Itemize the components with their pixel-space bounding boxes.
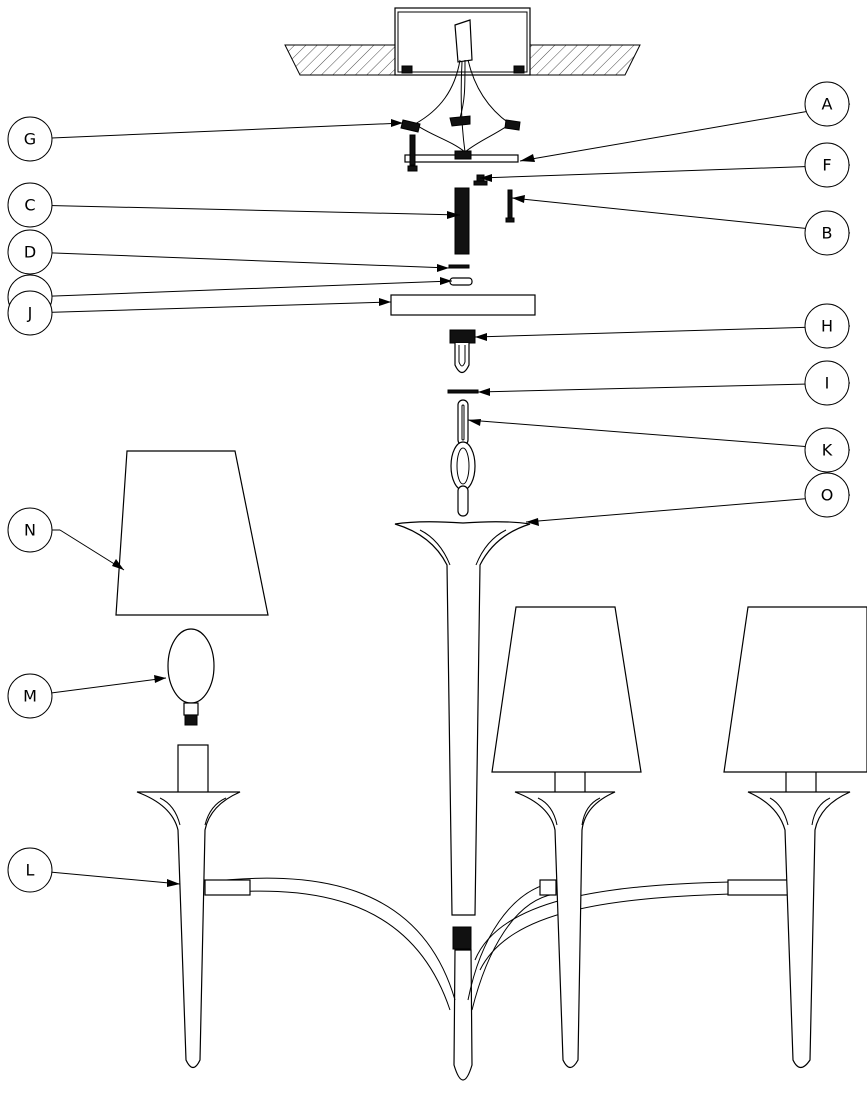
lamp-shade-middle xyxy=(491,606,642,773)
callout-h-label: H xyxy=(821,317,833,336)
lamp-shade-right xyxy=(723,606,867,773)
chandelier-arms xyxy=(204,877,789,1011)
callout-f: F xyxy=(804,142,850,188)
nut xyxy=(448,264,470,269)
callout-c: C xyxy=(7,182,53,228)
callout-m-label: M xyxy=(23,687,37,706)
pin xyxy=(447,389,479,394)
callout-d-label: D xyxy=(24,243,36,262)
callout-a: A xyxy=(804,81,850,127)
center-column xyxy=(394,521,531,1081)
callout-j: J xyxy=(7,290,53,336)
callout-k-label: K xyxy=(822,441,833,460)
callout-k: K xyxy=(804,427,850,473)
callout-b-label: B xyxy=(822,224,833,243)
lamp-shade-n xyxy=(115,450,269,616)
callout-m: M xyxy=(7,673,53,719)
leader-lines xyxy=(27,103,851,887)
junction-box xyxy=(394,7,531,76)
threaded-rod xyxy=(454,187,470,255)
callout-o-label: O xyxy=(821,486,834,505)
canopy xyxy=(390,294,536,316)
callout-l-label: L xyxy=(26,861,35,880)
callout-a-label: A xyxy=(822,95,833,114)
callout-j-label: J xyxy=(27,304,33,323)
callout-c-label: C xyxy=(24,196,35,215)
wire-connectors xyxy=(400,59,521,153)
callout-h: H xyxy=(804,303,850,349)
right-candle-cup xyxy=(747,759,851,1069)
callout-i: I xyxy=(804,360,850,406)
light-bulb xyxy=(167,628,215,726)
callout-n: N xyxy=(7,507,53,553)
washer xyxy=(449,277,473,286)
callout-o: O xyxy=(804,472,850,518)
hook xyxy=(449,329,476,374)
callout-b: B xyxy=(804,210,850,256)
callout-g-label: G xyxy=(24,130,36,149)
callout-d: D xyxy=(7,229,53,275)
callout-i-label: I xyxy=(825,374,830,393)
middle-candle-cup xyxy=(514,759,616,1069)
chain xyxy=(450,399,476,517)
callout-n-label: N xyxy=(24,521,36,540)
callout-l: L xyxy=(7,847,53,893)
callout-f-label: F xyxy=(822,156,831,175)
left-candle-cup xyxy=(136,744,241,1069)
callout-g: G xyxy=(7,116,53,162)
mounting-plate xyxy=(404,134,519,172)
screw-b xyxy=(505,189,515,223)
